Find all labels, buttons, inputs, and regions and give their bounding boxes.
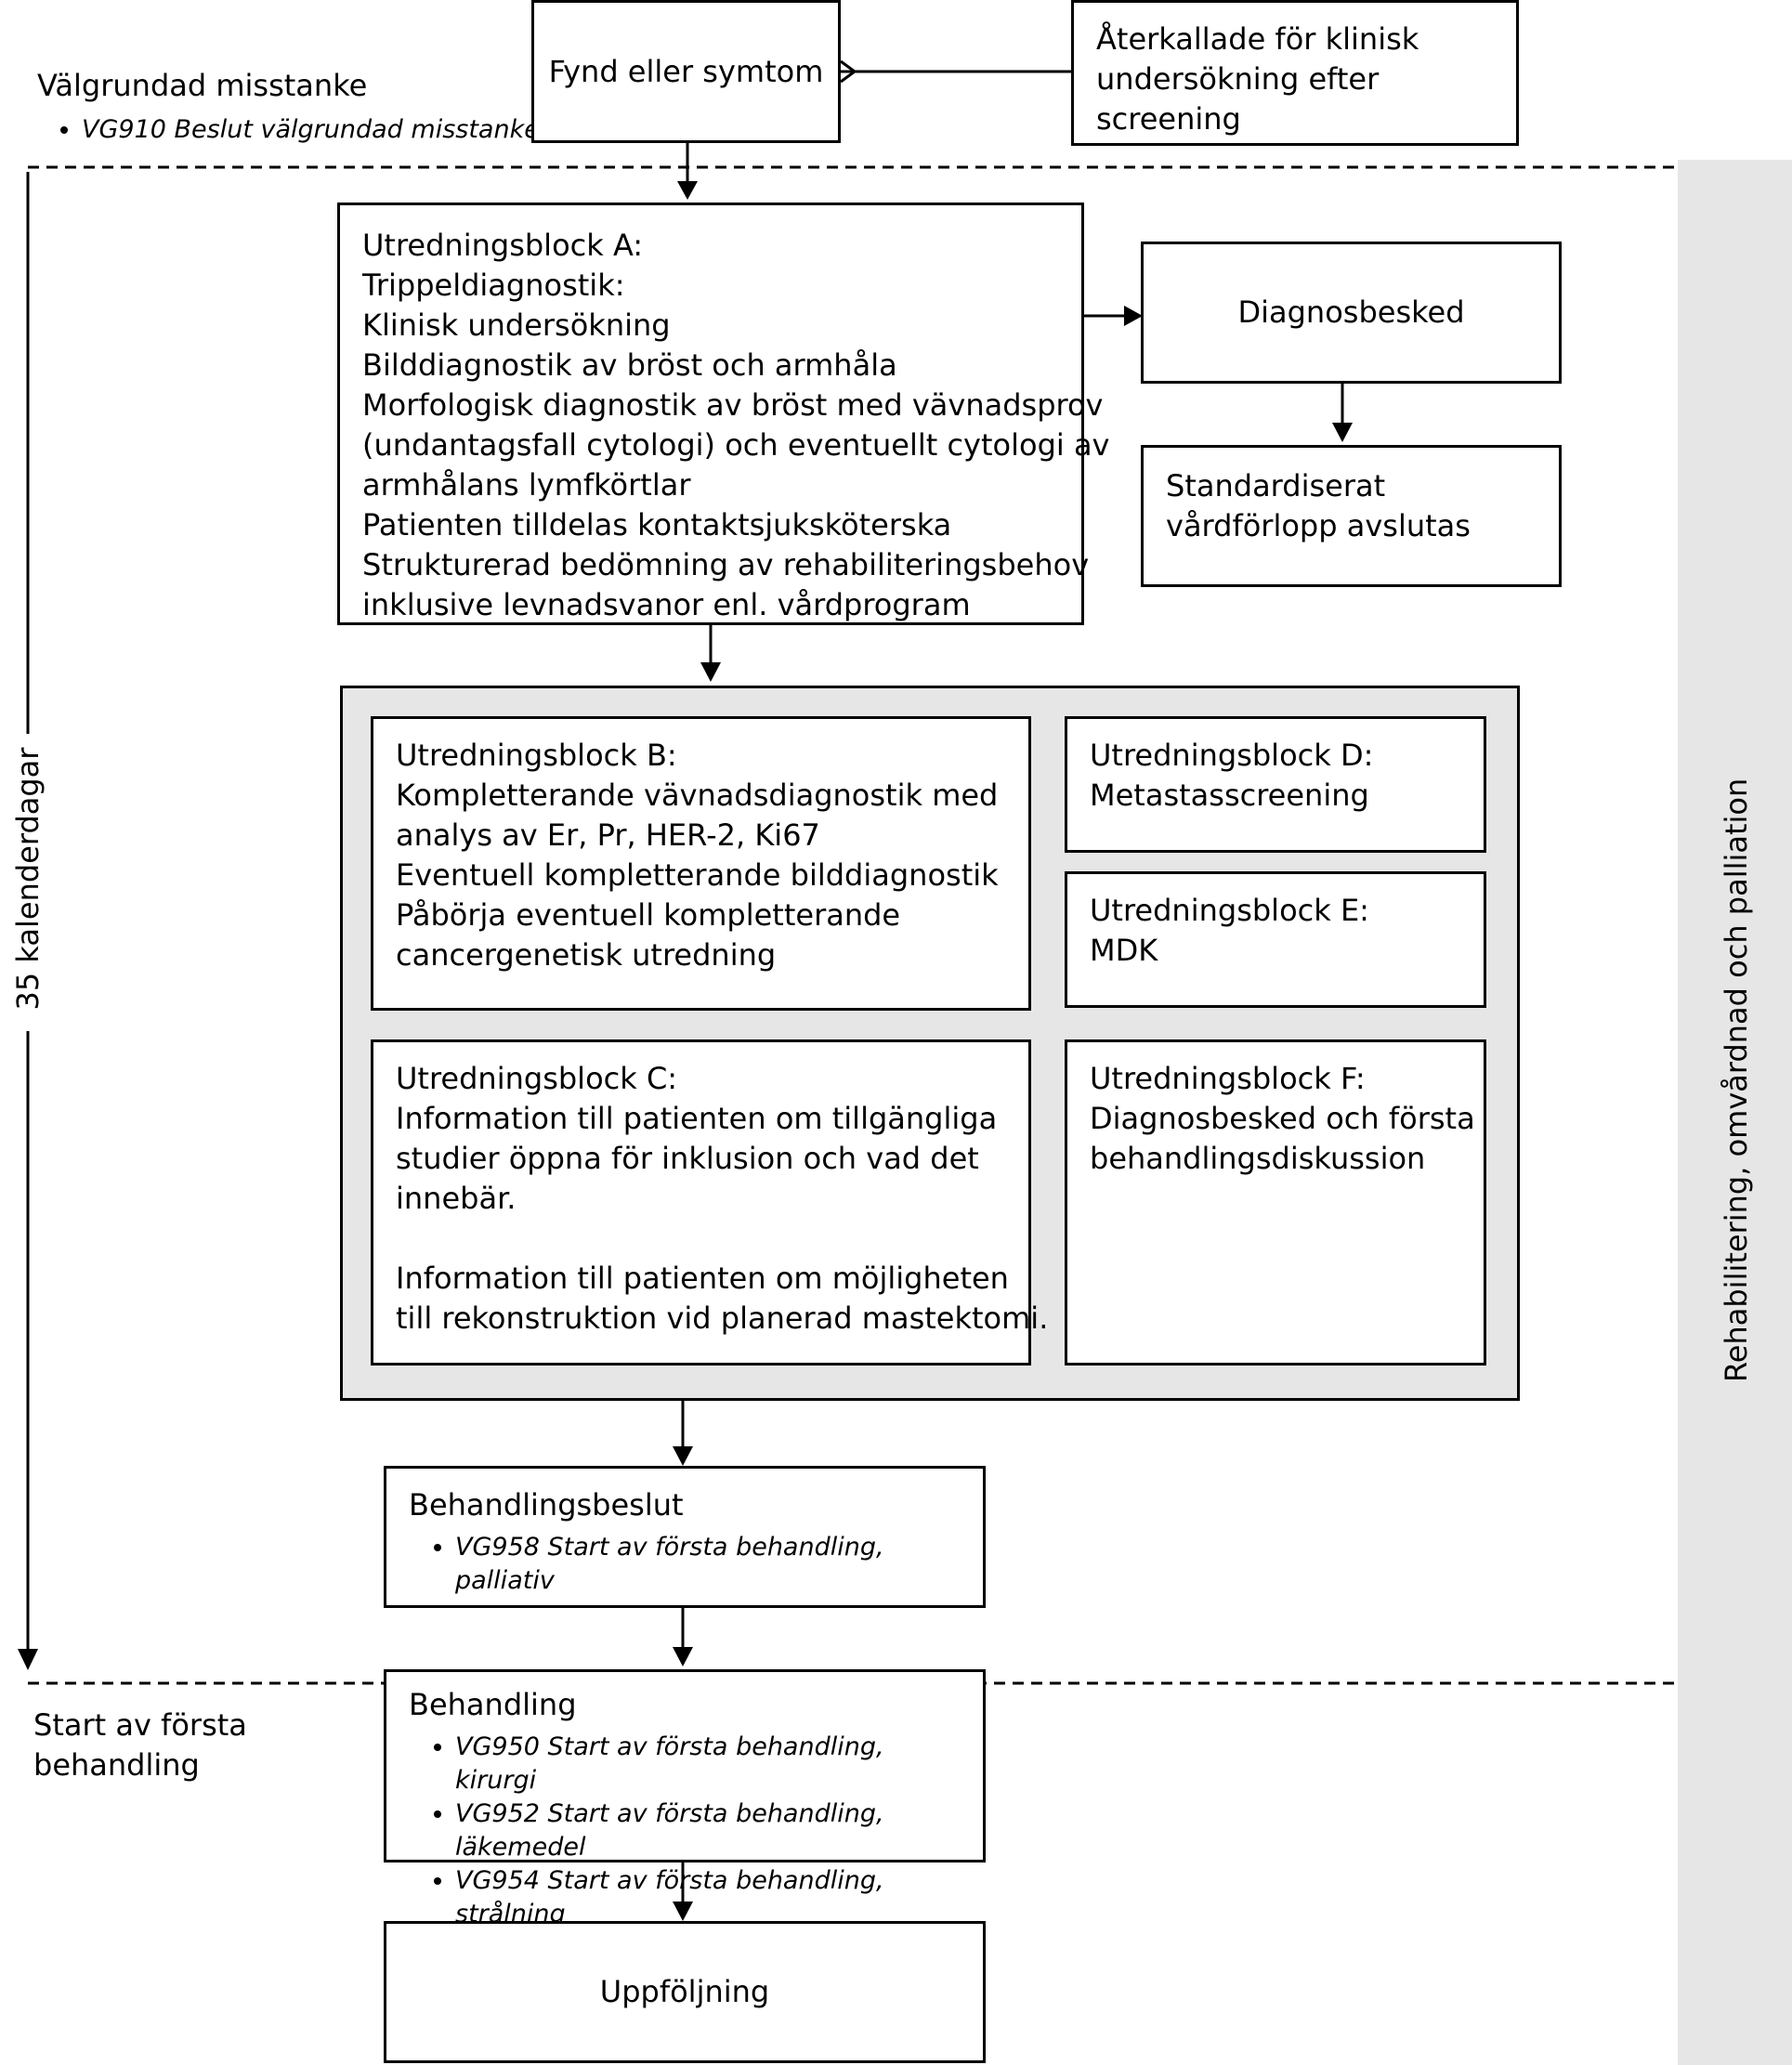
box-recalled: Återkallade för klinisk undersökning eft… <box>1071 0 1519 146</box>
decision-item: VG958 Start av första behandling, pallia… <box>455 1531 961 1598</box>
suspicion-code: VG910 Beslut välgrundad misstanke <box>82 113 540 147</box>
box-block-d: Utredningsblock D: Metastasscreening <box>1065 716 1486 853</box>
box-symptoms: Fynd eller symtom <box>531 0 841 143</box>
box-block-f: Utredningsblock F: Diagnosbesked och för… <box>1065 1039 1486 1366</box>
box-block-c: Utredningsblock C: Information till pati… <box>371 1039 1048 1366</box>
box-followup: Uppföljning <box>384 1921 986 2063</box>
timeline-arrowhead <box>18 1649 38 1670</box>
days-label: 35 kalenderdagar <box>10 747 46 1011</box>
side-band <box>1678 160 1792 2065</box>
treatment-item: VG950 Start av första behandling, kirurg… <box>455 1731 961 1797</box>
treatment-item: VG952 Start av första behandling, läkeme… <box>455 1797 961 1864</box>
box-block-e: Utredningsblock E: MDK <box>1065 871 1486 1008</box>
box-pathway-ended: Standardiserat vårdförlopp avslutas <box>1141 445 1562 587</box>
suspicion-label: Välgrundad misstanke <box>37 68 368 103</box>
start-treatment-label: Start av första behandling <box>33 1707 247 1783</box>
box-treatment-decision: Behandlingsbeslut VG958 Start av första … <box>384 1466 986 1608</box>
box-block-b: Utredningsblock B: Kompletterande vävnad… <box>371 716 1031 1011</box>
suspicion-code-list: VG910 Beslut välgrundad misstanke <box>37 113 540 147</box>
box-diagnosis: Diagnosbesked <box>1141 242 1562 384</box>
box-block-a: Utredningsblock A: Trippeldiagnostik: Kl… <box>337 203 1109 625</box>
box-treatment: Behandling VG950 Start av första behandl… <box>384 1669 986 1928</box>
